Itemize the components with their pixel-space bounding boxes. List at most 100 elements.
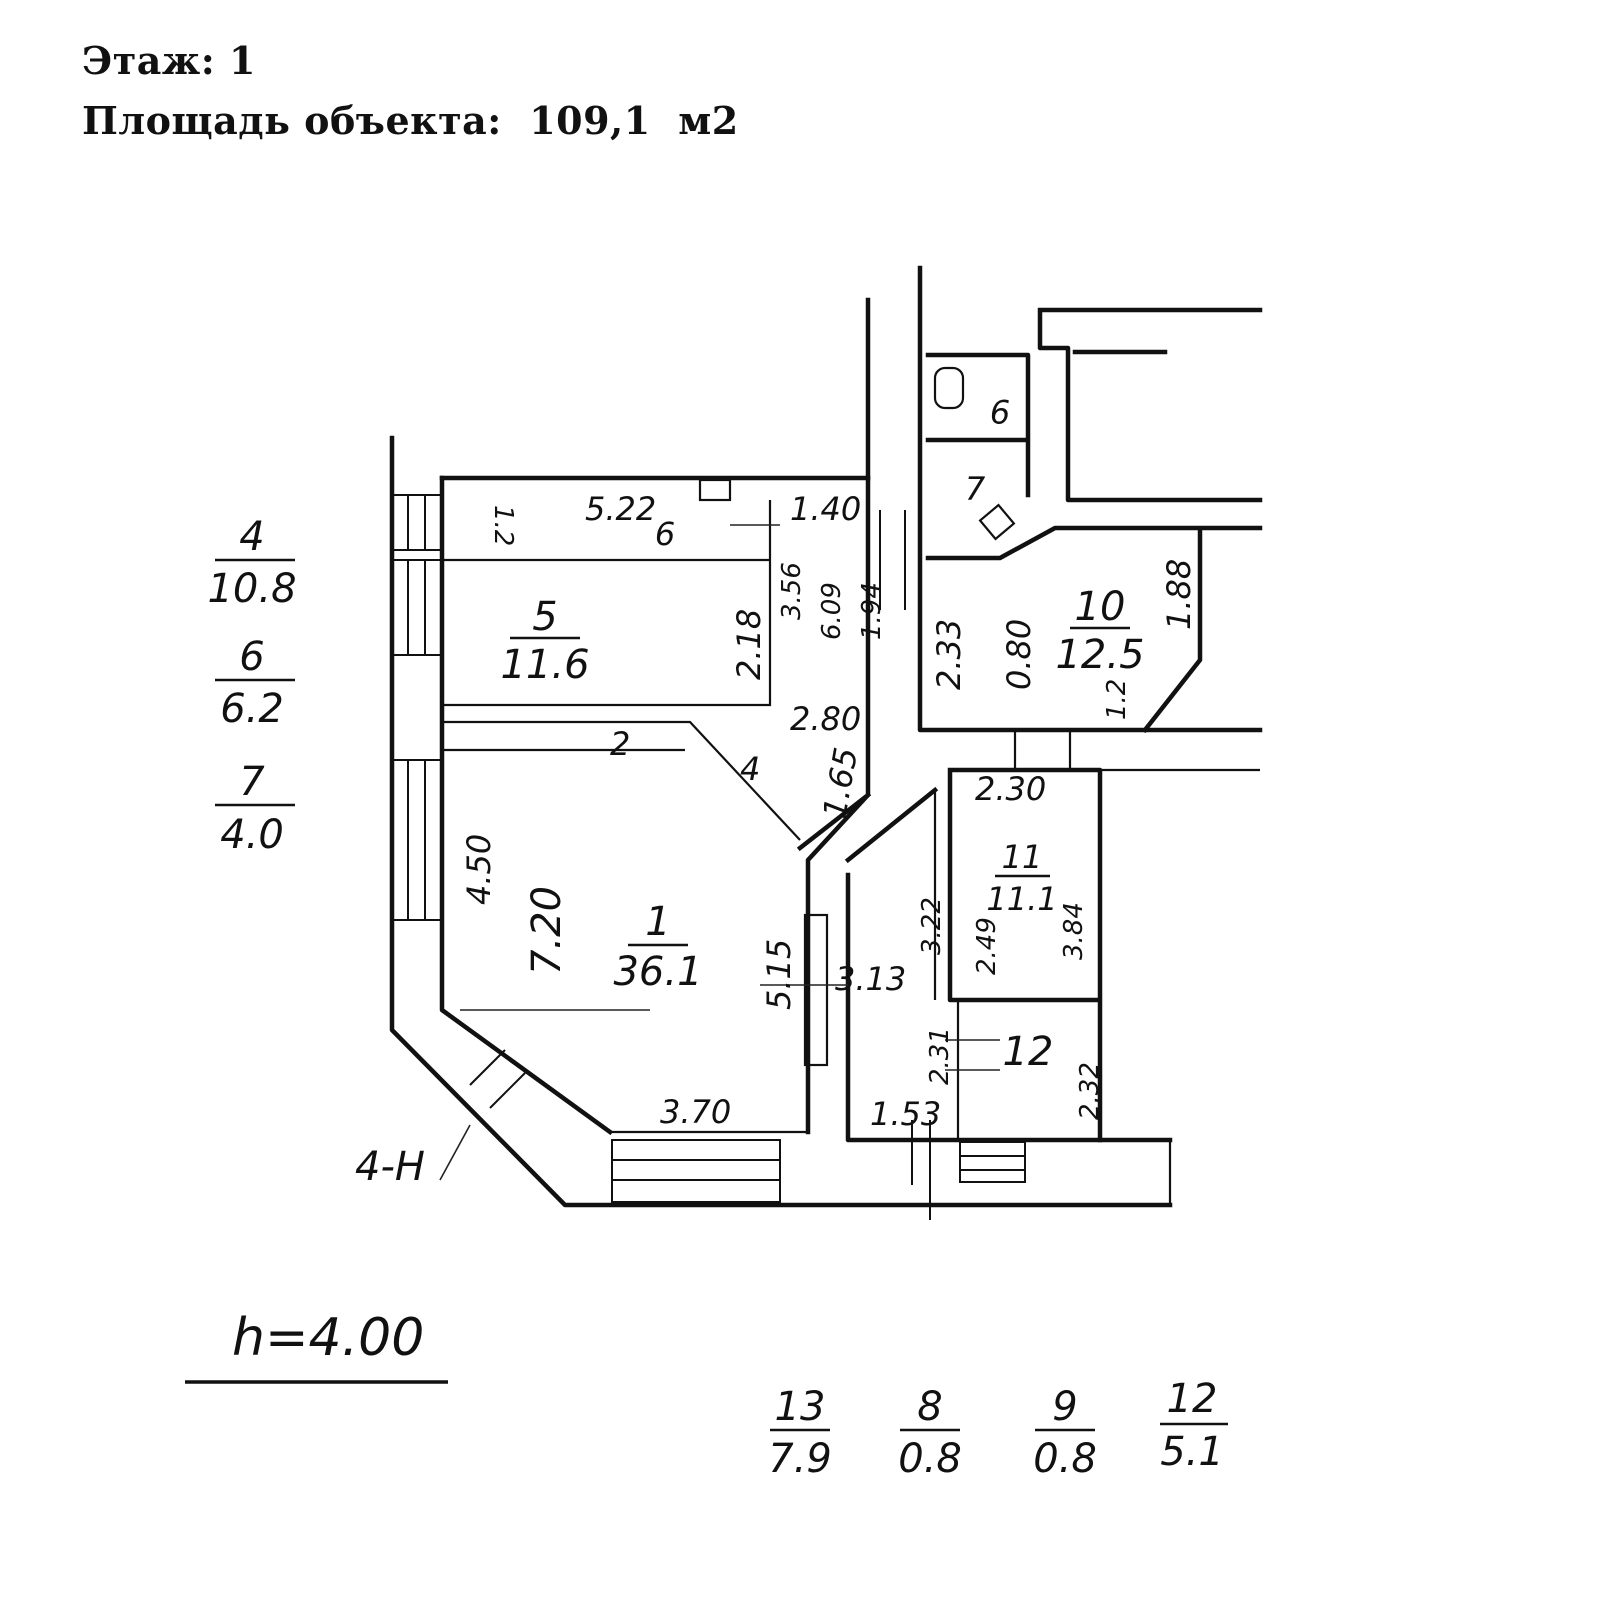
side-summary: 4 10.8 6 6.2 7 4.0 (207, 514, 296, 858)
column-shaft (803, 913, 829, 1067)
window-3 (391, 759, 443, 921)
bottom-summary-item: 13 7.9 (768, 1384, 832, 1482)
dim-3-70: 3.70 (660, 1093, 731, 1131)
bottom-summary-area: 0.8 (1033, 1436, 1097, 1482)
dim-0-80: 0.80 (1000, 619, 1038, 690)
floor-heading: Этаж: 1 (82, 38, 256, 83)
bottom-summary-number: 13 (775, 1384, 826, 1430)
dim-3-22: 3.22 (917, 897, 947, 955)
bottom-summary-item: 12 5.1 (1160, 1376, 1228, 1475)
dim-2-32: 2.32 (1075, 1062, 1105, 1120)
floor-label: Этаж: (82, 38, 216, 83)
side-summary-number: 4 (239, 514, 264, 560)
window-1 (391, 494, 443, 551)
room7-walls (925, 352, 1031, 498)
dim-5-15: 5.15 (760, 939, 798, 1010)
room-5-number: 5 (532, 594, 557, 640)
bottom-summary-number: 12 (1167, 1376, 1218, 1422)
room5-right-wall (442, 500, 772, 707)
room-12-number: 12 (1003, 1029, 1054, 1075)
diagonal-window (469, 1049, 506, 1086)
bottom-summary-number: 9 (1052, 1384, 1077, 1430)
diagonal-passage (796, 786, 939, 864)
dim-2: 2 (610, 725, 630, 763)
side-summary-item: 7 4.0 (215, 759, 295, 858)
area-label: Площадь объекта: (82, 98, 502, 143)
fixtures (460, 366, 1016, 1071)
sink-icon (978, 503, 1016, 541)
dim-3-13: 3.13 (835, 960, 906, 998)
room-5-area: 11.6 (500, 642, 589, 688)
ceiling-height: h=4.00 (232, 1308, 424, 1368)
room-9-number: 9 (990, 392, 1010, 430)
side-summary-area: 4.0 (220, 812, 284, 858)
side-summary-item: 6 6.2 (215, 634, 295, 732)
room11-divider (933, 790, 960, 1140)
side-summary-number: 6 (239, 634, 264, 680)
room-7-number: 7 (965, 470, 986, 508)
floor-value: 1 (229, 38, 256, 83)
dim-4-50: 4.50 (460, 834, 498, 905)
room-11-label: 11 11.1 (986, 838, 1057, 918)
room-labels: 1 36.1 5 11.6 6 7 9 10 12.5 11 11.1 (500, 392, 1144, 1075)
room-11-area: 11.1 (986, 880, 1057, 918)
side-summary-area: 10.8 (207, 566, 296, 612)
dim-2-80: 2.80 (790, 700, 861, 738)
bottom-summary: 13 7.9 8 0.8 9 0.8 12 5.1 (768, 1376, 1228, 1482)
dim-7-20: 7.20 (524, 886, 570, 975)
central-vertical-wall (805, 297, 871, 1135)
dim-1-94: 1.94 (857, 582, 887, 640)
side-summary-number: 7 (239, 759, 265, 805)
dim-2-31: 2.31 (925, 1027, 955, 1085)
room-1-number: 1 (645, 899, 670, 945)
bottom-right-wall (960, 1138, 1172, 1205)
bottom-summary-item: 8 0.8 (898, 1384, 962, 1482)
room-1-label: 1 36.1 (613, 899, 702, 995)
dim-1-53: 1.53 (870, 1095, 941, 1133)
corridor-wall (442, 720, 801, 841)
window-4 (611, 1139, 781, 1203)
bottom-summary-number: 8 (917, 1384, 942, 1430)
dimension-labels: 5.22 1.40 2.18 2.80 1.65 4.50 7.20 5.15 … (460, 490, 1198, 1133)
dim-2-33: 2.33 (930, 619, 968, 690)
room-10-area: 12.5 (1055, 632, 1144, 678)
ceiling-height-note: h=4.00 (185, 1308, 448, 1384)
room-5-label: 5 11.6 (500, 594, 589, 688)
room-11-number: 11 (1002, 838, 1043, 876)
dim-4: 4 (740, 750, 760, 788)
bottom-summary-area: 7.9 (768, 1436, 832, 1482)
window-5 (959, 1141, 1026, 1183)
dim-2-30: 2.30 (975, 770, 1046, 808)
room-10-number: 10 (1075, 584, 1126, 630)
dim-1-2-b: 1.2 (1102, 679, 1132, 720)
bottom-summary-item: 9 0.8 (1033, 1384, 1097, 1482)
area-value: 109,1 (529, 98, 651, 143)
room10-walls (925, 525, 1263, 734)
section-marker: 4-Н (355, 1144, 425, 1190)
bottom-summary-area: 0.8 (898, 1436, 962, 1482)
room-6-number: 6 (655, 515, 675, 553)
area-unit: м2 (678, 98, 739, 143)
room-10-label: 10 12.5 (1055, 584, 1144, 678)
room13-walls (845, 872, 1173, 1143)
left-inner-wall (439, 475, 614, 1136)
dim-1-88: 1.88 (1160, 559, 1198, 630)
dim-2-49: 2.49 (972, 917, 1002, 975)
dim-1-40: 1.40 (790, 490, 861, 528)
side-summary-item: 4 10.8 (207, 514, 296, 612)
area-heading: Площадь объекта: 109,1 м2 (82, 98, 739, 143)
window-2 (391, 559, 443, 656)
dim-6-09: 6.09 (817, 582, 847, 640)
left-outer-wall (389, 435, 1173, 1208)
vent-shaft (698, 478, 732, 502)
dim-3-56: 3.56 (777, 562, 807, 620)
upper-right-walls (1037, 307, 1263, 503)
dim-1-2-a: 1.2 (488, 505, 518, 546)
dim-2-18: 2.18 (730, 609, 768, 680)
bottom-summary-area: 5.1 (1160, 1429, 1224, 1475)
dim-5-22: 5.22 (585, 490, 656, 528)
walls (389, 265, 1263, 1208)
dim-3-84: 3.84 (1059, 902, 1089, 960)
